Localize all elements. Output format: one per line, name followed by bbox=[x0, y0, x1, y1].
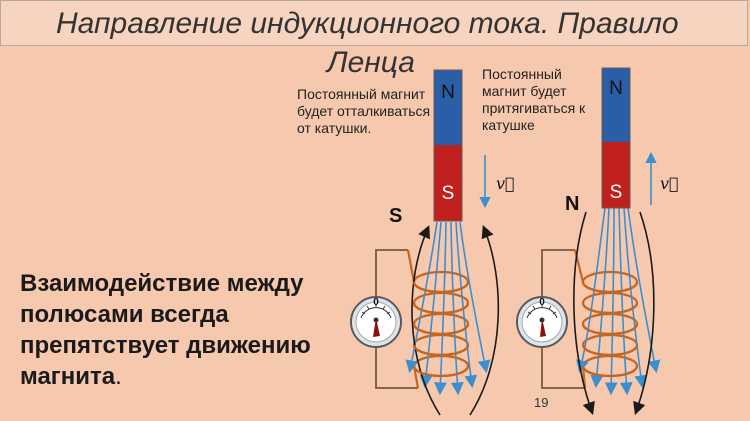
title-bar: Направление индукционного тока. Правило bbox=[0, 0, 748, 46]
right-meter-needle bbox=[540, 318, 546, 337]
left-velocity-label: v⃗ bbox=[496, 174, 515, 193]
main-statement-text: Взаимодействие между полюсами всегда пре… bbox=[20, 270, 311, 390]
left-magnet: N S bbox=[433, 69, 463, 222]
left-panel: N S S v⃗ 0 bbox=[350, 69, 515, 416]
page-title-continuation: Ленца bbox=[327, 46, 415, 79]
left-magnet-south bbox=[434, 145, 462, 221]
left-galvanometer: 0 bbox=[350, 296, 402, 348]
right-meter-zero: 0 bbox=[539, 297, 545, 308]
left-meter-zero: 0 bbox=[373, 297, 379, 308]
right-induced-field bbox=[573, 211, 655, 416]
right-magnet-n-label: N bbox=[609, 78, 623, 99]
right-magnet-south bbox=[602, 142, 630, 208]
left-induced-field bbox=[411, 225, 500, 416]
right-magnet-s-label: S bbox=[610, 182, 623, 203]
left-coil-front bbox=[412, 281, 470, 378]
page-title: Направление индукционного тока. Правило bbox=[56, 7, 679, 40]
left-magnet-north bbox=[434, 70, 462, 145]
right-field-lines bbox=[576, 207, 661, 396]
main-statement-period: . bbox=[115, 363, 122, 390]
right-magnet-north bbox=[602, 68, 630, 142]
left-meter-needle bbox=[373, 318, 380, 337]
right-panel: N S N v⃗ 0 bbox=[516, 67, 679, 416]
right-magnet: N S bbox=[601, 67, 631, 209]
right-circuit-wire bbox=[541, 249, 585, 389]
right-coil-pole-label: N bbox=[565, 193, 579, 215]
left-magnet-s-label: S bbox=[442, 183, 455, 204]
page-number: 19 bbox=[534, 395, 549, 410]
left-magnet-n-label: N bbox=[441, 82, 455, 103]
left-circuit-wire bbox=[375, 249, 418, 389]
right-velocity-label: v⃗ bbox=[660, 174, 679, 193]
left-coil-pole-label: S bbox=[389, 205, 402, 227]
right-note: Постоянный магнит будет притягиваться к … bbox=[482, 66, 586, 133]
main-statement: Взаимодействие между полюсами всегда пре… bbox=[20, 268, 320, 392]
right-galvanometer: 0 bbox=[516, 296, 568, 348]
left-note: Постоянный магнит будет отталкиваться от… bbox=[297, 86, 431, 136]
right-coil-front bbox=[581, 281, 639, 378]
